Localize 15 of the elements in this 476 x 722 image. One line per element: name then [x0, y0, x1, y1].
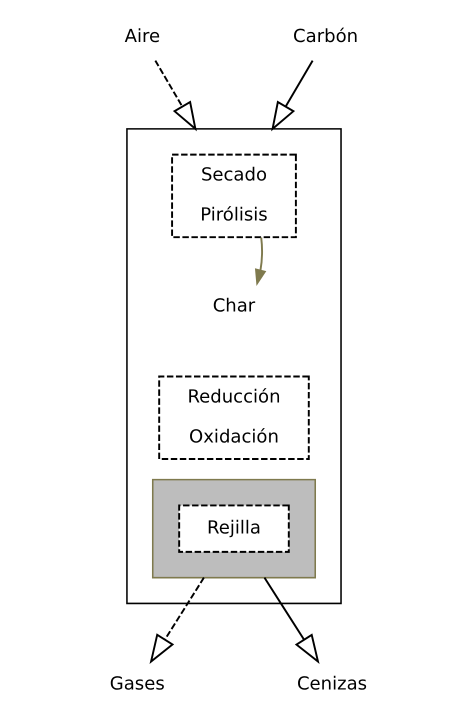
cluster: [126, 128, 342, 604]
node-box: Secado Pirólisis: [170, 154, 296, 238]
arrow: [270, 60, 313, 132]
cluster: [151, 478, 316, 578]
arrow: [154, 60, 196, 132]
arrow: [254, 237, 266, 286]
node-text: Aire: [124, 26, 160, 48]
node-box: Rejilla: [178, 504, 290, 553]
node-text: Carbón: [292, 26, 358, 48]
node-box: Reducción Oxidación: [158, 376, 310, 460]
arrow: [149, 577, 204, 664]
node-text: Gases: [109, 673, 164, 694]
node-text: Char: [212, 296, 255, 317]
node-text: Cenizas: [296, 673, 367, 694]
arrow: [263, 577, 320, 664]
